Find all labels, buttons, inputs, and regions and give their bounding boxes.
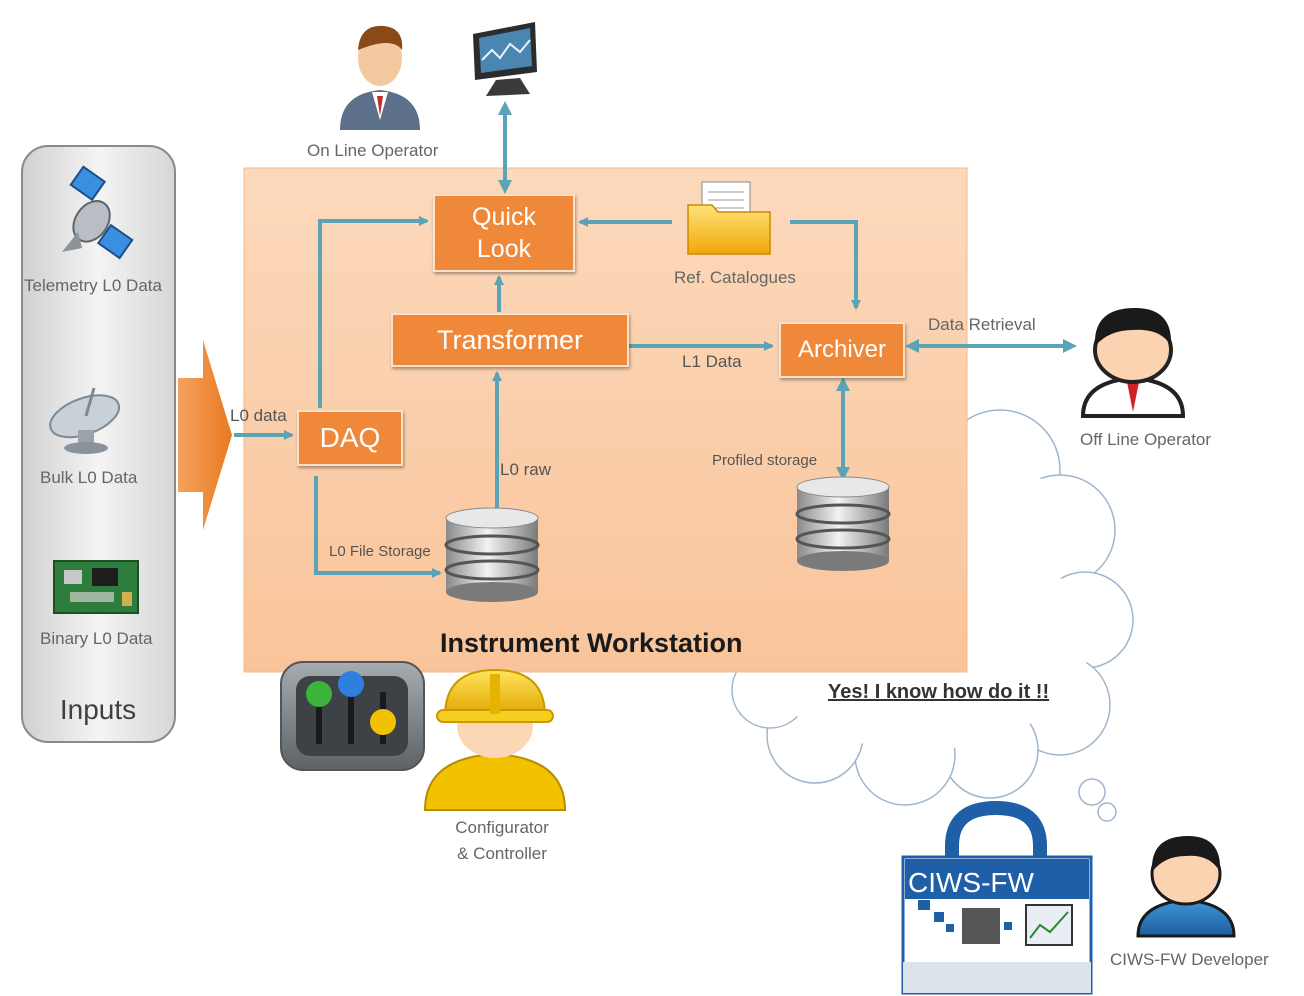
l0-file-storage-label: L0 File Storage xyxy=(329,543,431,560)
profiled-database-icon xyxy=(795,476,891,571)
offline-operator-figure xyxy=(1080,308,1186,418)
quick-look-label-line2: Look xyxy=(476,235,532,263)
profiled-storage-label: Profiled storage xyxy=(712,452,818,469)
configurator-figure xyxy=(423,668,567,811)
l0-database-icon xyxy=(444,507,540,602)
l1-data-edge-label: L1 Data xyxy=(682,352,742,371)
inputs-title: Inputs xyxy=(59,694,137,725)
circuit-board-icon xyxy=(53,560,139,614)
transformer-label: Transformer xyxy=(436,324,584,355)
online-operator-figure xyxy=(340,25,420,130)
archiver-label: Archiver xyxy=(797,336,887,363)
quick-look-box[interactable]: Quick Look xyxy=(433,194,575,272)
satellite-icon xyxy=(62,165,134,260)
daq-label: DAQ xyxy=(319,422,381,453)
configurator-label-line1: Configurator xyxy=(455,818,549,837)
monitor-icon xyxy=(473,22,537,96)
ciws-fw-label: CIWS-FW xyxy=(908,867,1034,898)
l0-data-edge-label: L0 data xyxy=(230,406,287,425)
archiver-box[interactable]: Archiver xyxy=(779,322,905,378)
binary-input-label: Binary L0 Data xyxy=(40,629,153,648)
l0-raw-edge-label: L0 raw xyxy=(500,460,552,479)
daq-box[interactable]: DAQ xyxy=(297,410,403,466)
inputs-big-arrow xyxy=(178,340,232,530)
thought-bubble-text: Yes! I know how do it !! xyxy=(828,681,1050,703)
workstation-title: Instrument Workstation xyxy=(440,628,743,658)
online-operator-label: On Line Operator xyxy=(307,141,439,160)
developer-figure xyxy=(1136,836,1236,938)
folder-icon xyxy=(687,181,771,255)
bulk-input-label: Bulk L0 Data xyxy=(40,468,138,487)
connectors xyxy=(234,101,1077,578)
quick-look-label-line1: Quick xyxy=(472,203,536,231)
satellite-dish-icon xyxy=(49,387,121,454)
transformer-box[interactable]: Transformer xyxy=(391,313,629,367)
telemetry-input-label: Telemetry L0 Data xyxy=(24,276,162,295)
configurator-label-line2: & Controller xyxy=(457,844,547,863)
data-retrieval-label: Data Retrieval xyxy=(928,315,1036,334)
ciws-fw-padlock-icon xyxy=(901,800,1093,995)
control-panel-icon xyxy=(280,661,425,771)
configurator-label: Configurator & Controller xyxy=(432,815,572,867)
offline-operator-label: Off Line Operator xyxy=(1080,430,1212,449)
ref-catalogues-label: Ref. Catalogues xyxy=(674,268,796,287)
developer-label: CIWS-FW Developer xyxy=(1110,950,1269,969)
